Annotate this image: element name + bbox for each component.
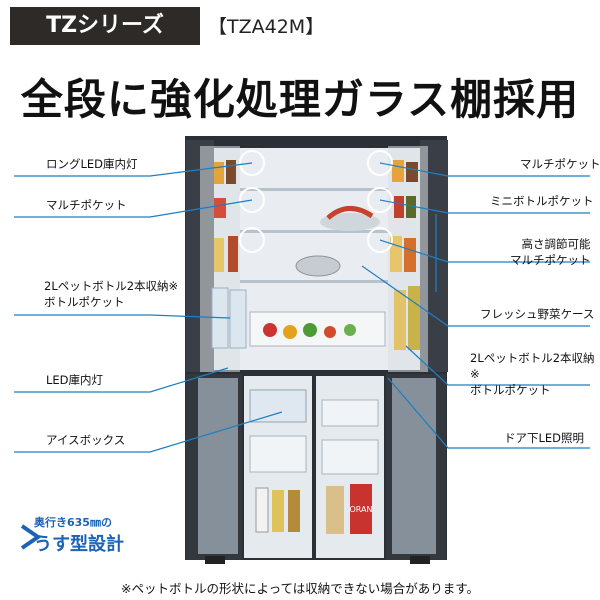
label-long-led-light: ロングLED庫内灯 — [46, 157, 138, 171]
series-badge: TZシリーズ — [10, 7, 200, 45]
footnote: ※ペットボトルの形状によっては収納できない場合があります。 — [121, 581, 479, 596]
thin-badge-line2: うす型設計 — [34, 534, 124, 555]
label-mini-bottle-pocket: ミニボトルポケット — [490, 194, 594, 208]
label-door-led: ドア下LED照明 — [504, 431, 585, 445]
label-bottle-pocket-left: 2Lペットボトル2本収納※ ボトルポケット — [44, 279, 179, 309]
label-vegetable-case: フレッシュ野菜ケース — [480, 307, 595, 321]
label-adjustable-pocket: 高さ調節可能 マルチポケット — [510, 237, 591, 267]
label-multi-pocket-right: マルチポケット — [520, 157, 600, 171]
label-multi-pocket-left: マルチポケット — [46, 198, 127, 212]
label-ice-box: アイスボックス — [46, 433, 126, 447]
thin-badge-arrow-icon — [20, 524, 42, 550]
label-led-light: LED庫内灯 — [46, 373, 104, 387]
label-bottle-pocket-right: 2Lペットボトル2本収納※ ボトルポケット — [470, 351, 595, 397]
package-label: ORAN — [350, 505, 373, 514]
thin-badge-line1: 奥行き635㎜の — [34, 516, 112, 529]
model-number: 【TZA42M】 — [208, 16, 325, 38]
thin-design-badge: 奥行き635㎜の うす型設計 — [34, 514, 124, 556]
headline: 全段に強化処理ガラス棚採用 — [20, 75, 580, 124]
